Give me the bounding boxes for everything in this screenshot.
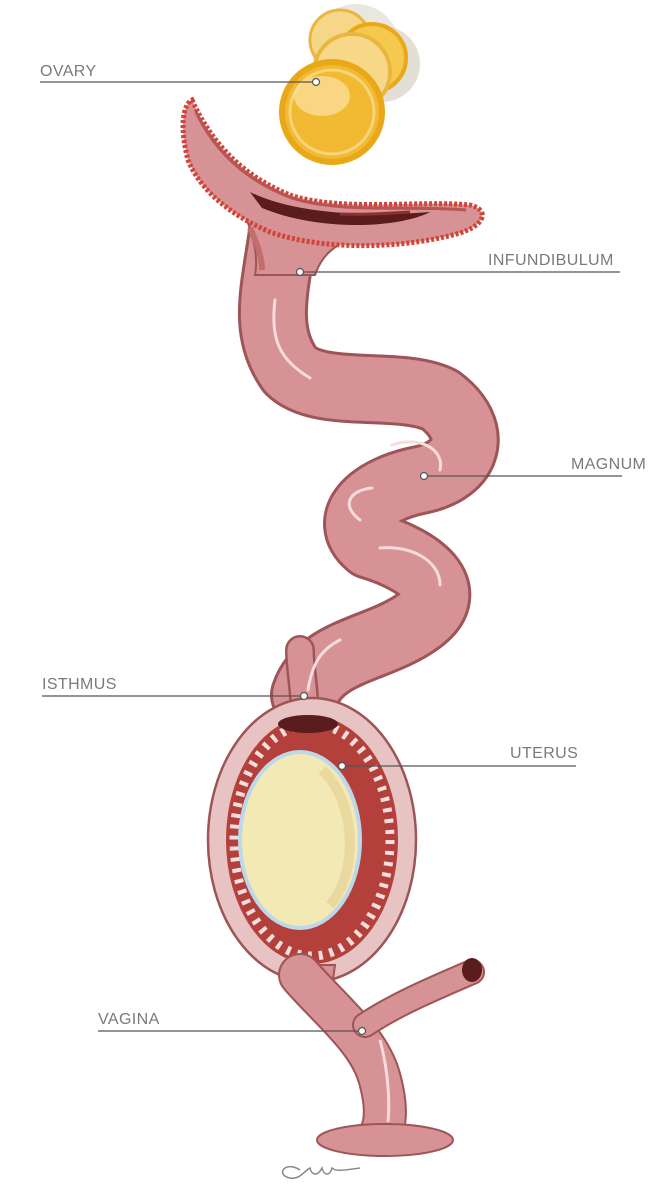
uterus (208, 698, 416, 1000)
infundibulum-pointer (297, 269, 304, 276)
vagina (300, 958, 482, 1156)
label-isthmus-text: ISTHMUS (42, 676, 117, 693)
vagina-pointer (359, 1028, 366, 1035)
label-magnum-text: MAGNUM (571, 456, 646, 473)
magnum-pointer (421, 473, 428, 480)
label-uterus-text: UTERUS (510, 745, 578, 762)
label-infundibulum: INFUNDIBULUM (297, 252, 621, 276)
ovary-follicles (282, 4, 420, 162)
label-ovary: OVARY (40, 63, 320, 86)
label-ovary-text: OVARY (40, 63, 97, 80)
uterus-pointer (339, 763, 346, 770)
artist-signature (283, 1167, 360, 1179)
label-isthmus: ISTHMUS (42, 676, 308, 700)
label-infundibulum-text: INFUNDIBULUM (488, 252, 614, 269)
label-vagina-text: VAGINA (98, 1011, 160, 1028)
ovary-pointer (313, 79, 320, 86)
isthmus-pointer (301, 693, 308, 700)
